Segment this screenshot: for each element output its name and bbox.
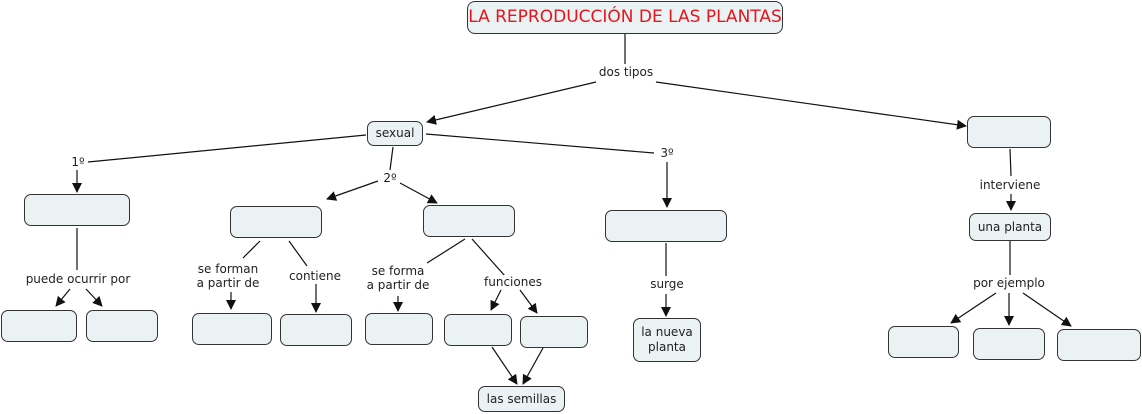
concept-root[interactable]: LA REPRODUCCIÓN DE LAS PLANTAS [467, 1, 783, 34]
link-interviene: interviene [978, 178, 1042, 192]
link-se-forman: se forman a partir de [192, 262, 264, 290]
concept-una-planta[interactable]: una planta [969, 213, 1051, 241]
concept-ejemplo-3[interactable] [1057, 329, 1141, 361]
edge-dostipos-asexual [655, 81, 967, 130]
link-surge: surge [646, 277, 688, 291]
edge-puede-a [55, 288, 71, 307]
edge-sexual-1 [87, 134, 367, 163]
link-se-forma: se forma a partir de [364, 264, 432, 292]
link-por-ejemplo: por ejemplo [970, 276, 1048, 290]
edge-step2b-funciones [471, 238, 506, 277]
concept-step3[interactable] [605, 210, 727, 242]
edge-ejemplo-3 [1022, 292, 1072, 327]
concept-step1-a[interactable] [1, 310, 77, 342]
edge-ejemplo-1 [950, 292, 997, 324]
link-puede-ocurrir: puede ocurrir por [24, 272, 132, 286]
concept-step2-b-2[interactable] [444, 314, 512, 346]
link-contiene: contiene [287, 269, 343, 283]
concept-sexual[interactable]: sexual [367, 121, 423, 146]
concept-step2-a-2[interactable] [280, 314, 352, 346]
edge-dostipos-sexual [426, 81, 597, 125]
concept-step2-b-3[interactable] [520, 316, 588, 348]
link-dos-tipos: dos tipos [596, 65, 656, 79]
edge-asexual-interviene [1009, 148, 1012, 177]
edge-puede-b [85, 288, 103, 307]
concept-step2-b-1[interactable] [365, 313, 433, 345]
concept-step1-b[interactable] [86, 310, 158, 342]
concept-ejemplo-1[interactable] [888, 326, 959, 358]
edge-b3-semillas [522, 347, 544, 385]
link-funciones: funciones [482, 275, 544, 289]
concept-asexual[interactable] [967, 116, 1051, 148]
concept-nueva-planta[interactable]: la nueva planta [633, 318, 701, 362]
concept-step2-b[interactable] [423, 205, 515, 237]
edge-2-step2b [399, 182, 438, 204]
concept-step2-a[interactable] [230, 206, 322, 238]
edge-sexual-2 [389, 146, 394, 171]
link-tercero: 3º [656, 146, 678, 160]
edge-2-step2a [326, 180, 379, 201]
link-primero: 1º [68, 155, 88, 169]
edge-step2b-seforma [426, 238, 466, 264]
edge-step2a-contiene [288, 240, 308, 267]
edge-funciones-b2 [490, 289, 502, 311]
concept-ejemplo-2[interactable] [973, 328, 1045, 360]
edge-step2a-seforman [242, 240, 261, 259]
concept-step2-a-1[interactable] [192, 313, 272, 345]
edge-sexual-3 [425, 133, 655, 154]
edge-b2-semillas [491, 346, 518, 385]
link-segundo: 2º [380, 171, 400, 185]
concept-step1[interactable] [24, 194, 130, 226]
edge-funciones-b3 [519, 289, 538, 314]
concept-las-semillas[interactable]: las semillas [478, 386, 565, 412]
